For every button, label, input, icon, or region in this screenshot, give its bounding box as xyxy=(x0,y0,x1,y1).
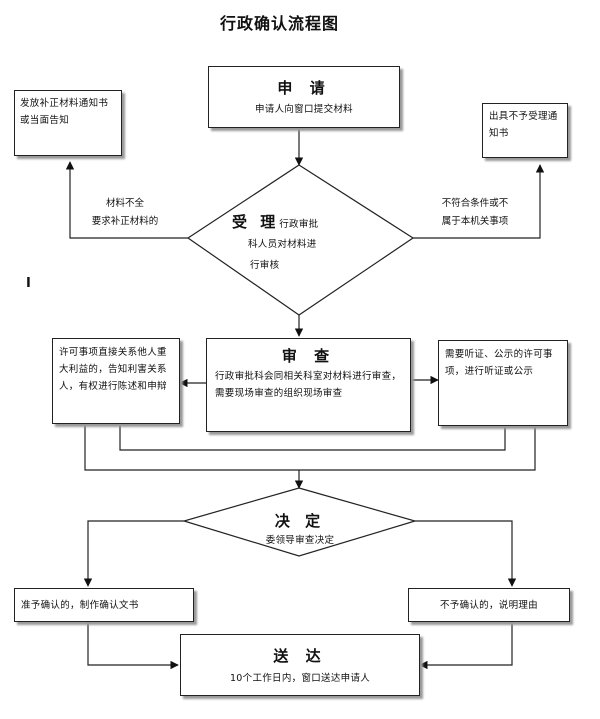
deliver-text: 10个工作日内，窗口送达申请人 xyxy=(229,673,371,684)
review-box: 审 查 行政审批科会同相关科室对材料进行审查，需要现场审查的组织现场审查 xyxy=(206,338,411,432)
line-sides-join xyxy=(119,425,506,451)
deliver-box: 送 达 10个工作日内，窗口送达申请人 xyxy=(180,634,420,696)
hearing-text: 需要听证、公示的许可事项，进行听证或公示 xyxy=(445,349,553,377)
accept-text-line3: 行审核 xyxy=(250,260,280,271)
label-incomplete-line2: 要求补正材料的 xyxy=(91,216,159,227)
deliver-heading: 送 达 xyxy=(273,647,327,665)
approve-box: 准予确认的，制作确认文书 xyxy=(14,588,194,622)
accept-heading: 受 理 xyxy=(232,213,280,231)
line-interest-converge xyxy=(84,425,536,471)
approve-text: 准予确认的，制作确认文书 xyxy=(21,600,139,611)
label-not-qualified: 不符合条件或不 属于本机关事项 xyxy=(420,195,530,231)
page-title: 行政确认流程图 xyxy=(220,14,340,33)
reject-box: 出具不予受理通知书 xyxy=(482,103,568,158)
decision-text: 委领导审查决定 xyxy=(265,535,335,546)
deny-text: 不予确认的，说明理由 xyxy=(439,600,538,611)
arrow-accept-to-reject xyxy=(413,164,545,239)
apply-box: 申 请 申请人向窗口提交材料 xyxy=(208,66,400,128)
arrow-deny-to-deliver xyxy=(419,621,513,670)
accept-diamond-shape xyxy=(186,164,415,316)
reject-text: 出具不予受理通知书 xyxy=(489,111,558,139)
decision-diamond-text: 决 定 委领导审查决定 xyxy=(230,510,370,549)
interest-text: 许可事项直接关系他人重大利益的，告知利害关系人，有权进行陈述和申辩 xyxy=(59,347,167,392)
arrow-accept-to-supplement xyxy=(65,161,188,239)
review-text: 行政审批科会同相关科室对材料进行审查，需要现场审查的组织现场审查 xyxy=(215,371,402,399)
interest-box: 许可事项直接关系他人重大利益的，告知利害关系人，有权进行陈述和申辩 xyxy=(52,338,180,424)
review-heading: 审 查 xyxy=(281,347,336,365)
decision-heading: 决 定 xyxy=(274,512,326,530)
label-not-qualified-line2: 属于本机关事项 xyxy=(441,216,509,227)
deny-box: 不予确认的，说明理由 xyxy=(408,588,570,622)
hearing-box: 需要听证、公示的许可事项，进行听证或公示 xyxy=(438,340,568,426)
label-incomplete: 材料不全 要求补正材料的 xyxy=(70,195,180,231)
supplement-box: 发放补正材料通知书或当面告知 xyxy=(14,90,122,156)
accept-text-line1: 行政审批 xyxy=(279,219,319,230)
label-incomplete-line1: 材料不全 xyxy=(105,198,144,209)
margin-mark: I xyxy=(26,276,31,291)
arrow-decision-to-deny xyxy=(415,520,517,587)
accept-diamond-text: 受 理行政审批 科人员对材料进 行审核 xyxy=(232,211,372,274)
apply-text: 申请人向窗口提交材料 xyxy=(254,104,353,115)
accept-text-line2: 科人员对材料进 xyxy=(248,239,317,250)
supplement-text: 发放补正材料通知书或当面告知 xyxy=(20,98,109,126)
arrow-approve-to-deliver xyxy=(87,621,179,670)
arrow-decision-to-approve xyxy=(83,520,184,587)
label-not-qualified-line1: 不符合条件或不 xyxy=(441,198,509,209)
apply-heading: 申 请 xyxy=(277,79,331,97)
decision-diamond-shape xyxy=(181,487,418,557)
